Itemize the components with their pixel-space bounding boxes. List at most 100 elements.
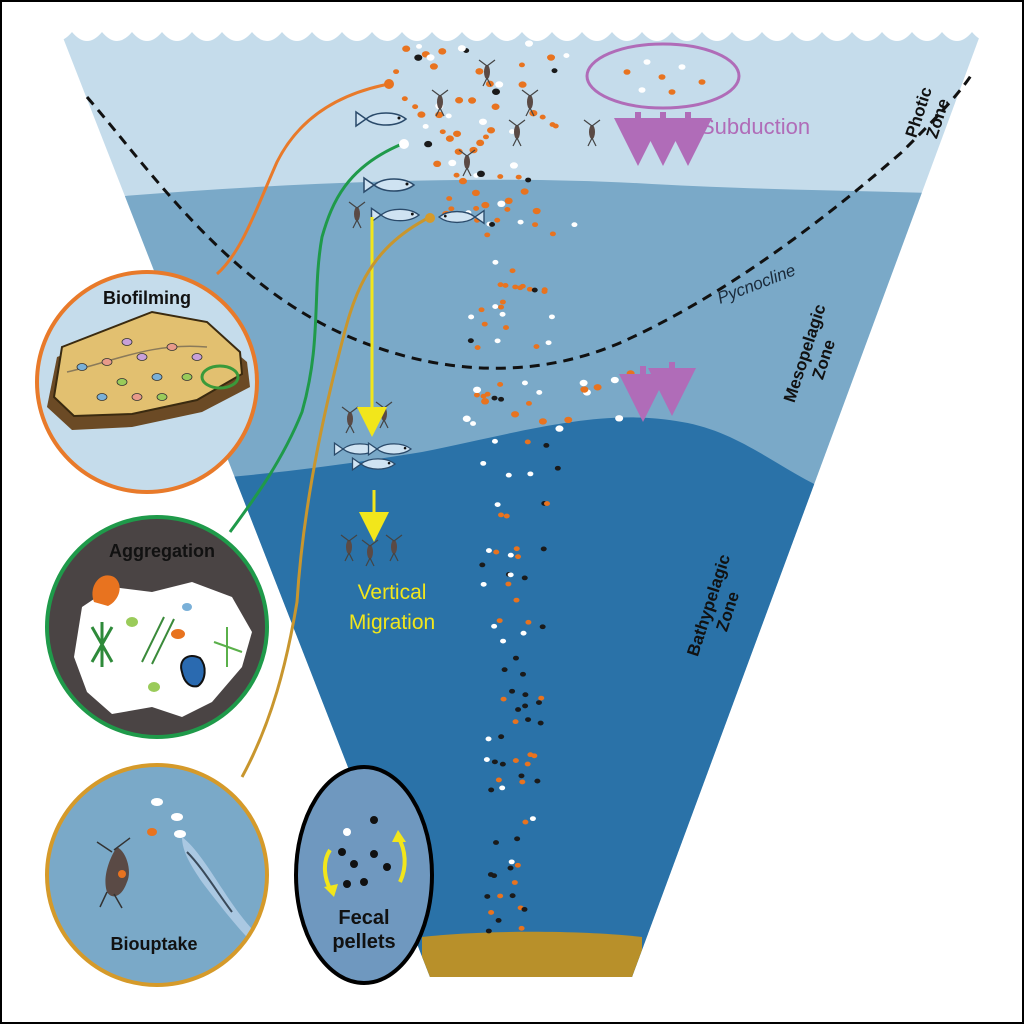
microbe bbox=[151, 373, 163, 381]
particle bbox=[520, 188, 529, 195]
particle bbox=[497, 382, 504, 387]
particle bbox=[484, 232, 491, 238]
particle bbox=[505, 581, 512, 587]
particle bbox=[515, 174, 522, 180]
particle bbox=[563, 53, 570, 58]
particle bbox=[547, 54, 556, 61]
connector-dot bbox=[425, 213, 435, 223]
particle bbox=[499, 761, 506, 767]
microbe bbox=[156, 393, 168, 401]
particle bbox=[525, 619, 532, 625]
particle bbox=[532, 207, 541, 215]
particle bbox=[532, 222, 539, 228]
microbe bbox=[131, 393, 143, 401]
particle bbox=[457, 45, 466, 52]
particle bbox=[468, 97, 477, 104]
particle bbox=[417, 111, 426, 118]
vertical-migration-label-2: Migration bbox=[349, 611, 435, 634]
particle bbox=[495, 918, 502, 923]
particle bbox=[551, 68, 558, 74]
particle bbox=[512, 719, 519, 725]
particle bbox=[511, 411, 520, 418]
particle bbox=[491, 759, 498, 765]
particle bbox=[623, 69, 631, 75]
particle bbox=[521, 380, 528, 386]
particle bbox=[467, 338, 474, 344]
particle bbox=[491, 438, 498, 444]
particle bbox=[481, 321, 488, 327]
particle bbox=[502, 283, 509, 288]
particle bbox=[480, 460, 487, 466]
particle bbox=[492, 304, 499, 309]
particle bbox=[521, 906, 528, 912]
particle bbox=[513, 546, 520, 552]
particle bbox=[429, 63, 438, 70]
particle bbox=[458, 177, 467, 185]
particle bbox=[509, 268, 516, 274]
particle bbox=[402, 45, 411, 52]
particle bbox=[470, 421, 477, 426]
particle bbox=[524, 761, 531, 767]
particle bbox=[424, 140, 433, 148]
particle bbox=[509, 129, 516, 134]
particle bbox=[615, 415, 624, 422]
microbe bbox=[101, 358, 113, 366]
subduction-label: Subduction bbox=[700, 114, 810, 139]
biouptake-inset: Biouptake bbox=[45, 763, 269, 987]
particle bbox=[509, 893, 516, 899]
particle bbox=[580, 386, 589, 393]
particle bbox=[479, 562, 486, 568]
fish-icon bbox=[367, 441, 413, 457]
particle bbox=[505, 472, 512, 478]
particle bbox=[498, 734, 505, 740]
particle bbox=[554, 465, 561, 471]
fecal-label-1: Fecal bbox=[338, 907, 389, 929]
particle bbox=[552, 123, 559, 129]
biouptake-label: Biouptake bbox=[110, 934, 197, 954]
particle bbox=[525, 717, 532, 722]
particle bbox=[493, 840, 500, 845]
particle bbox=[491, 395, 498, 401]
particle bbox=[509, 162, 518, 169]
particle bbox=[678, 64, 686, 70]
particle bbox=[513, 597, 520, 603]
particle bbox=[475, 68, 484, 75]
particle bbox=[497, 174, 504, 179]
copepod-icon bbox=[521, 89, 539, 117]
particle bbox=[497, 893, 504, 899]
particle bbox=[499, 311, 506, 317]
particle bbox=[501, 667, 508, 673]
particle bbox=[498, 512, 505, 518]
biofilming-inset: Biofilming bbox=[35, 270, 259, 494]
particle bbox=[536, 390, 543, 395]
particle bbox=[416, 43, 423, 49]
particle bbox=[514, 862, 521, 868]
particle bbox=[549, 231, 556, 237]
particle bbox=[525, 177, 532, 183]
particle bbox=[393, 69, 400, 75]
particle bbox=[478, 118, 487, 125]
particle bbox=[499, 299, 506, 305]
copepod-icon bbox=[348, 201, 366, 229]
subduction-arrows bbox=[614, 112, 712, 422]
fish-icon bbox=[370, 206, 421, 224]
particle bbox=[539, 114, 546, 120]
particle bbox=[515, 554, 522, 560]
fecal-label-2: pellets bbox=[332, 931, 395, 953]
copepod-icon bbox=[458, 149, 476, 177]
particle bbox=[525, 401, 532, 406]
particle bbox=[512, 655, 519, 661]
particle bbox=[515, 707, 522, 712]
particle bbox=[538, 418, 547, 425]
aggregation-inset: Aggregation bbox=[45, 515, 269, 739]
particle bbox=[533, 344, 540, 349]
particle bbox=[494, 338, 501, 344]
copepod-icon bbox=[583, 119, 601, 147]
particle bbox=[471, 189, 480, 197]
particle bbox=[524, 439, 531, 445]
particle bbox=[489, 222, 496, 227]
particle bbox=[507, 572, 514, 578]
particle bbox=[517, 219, 524, 225]
particle bbox=[491, 103, 500, 110]
particle bbox=[485, 548, 492, 553]
